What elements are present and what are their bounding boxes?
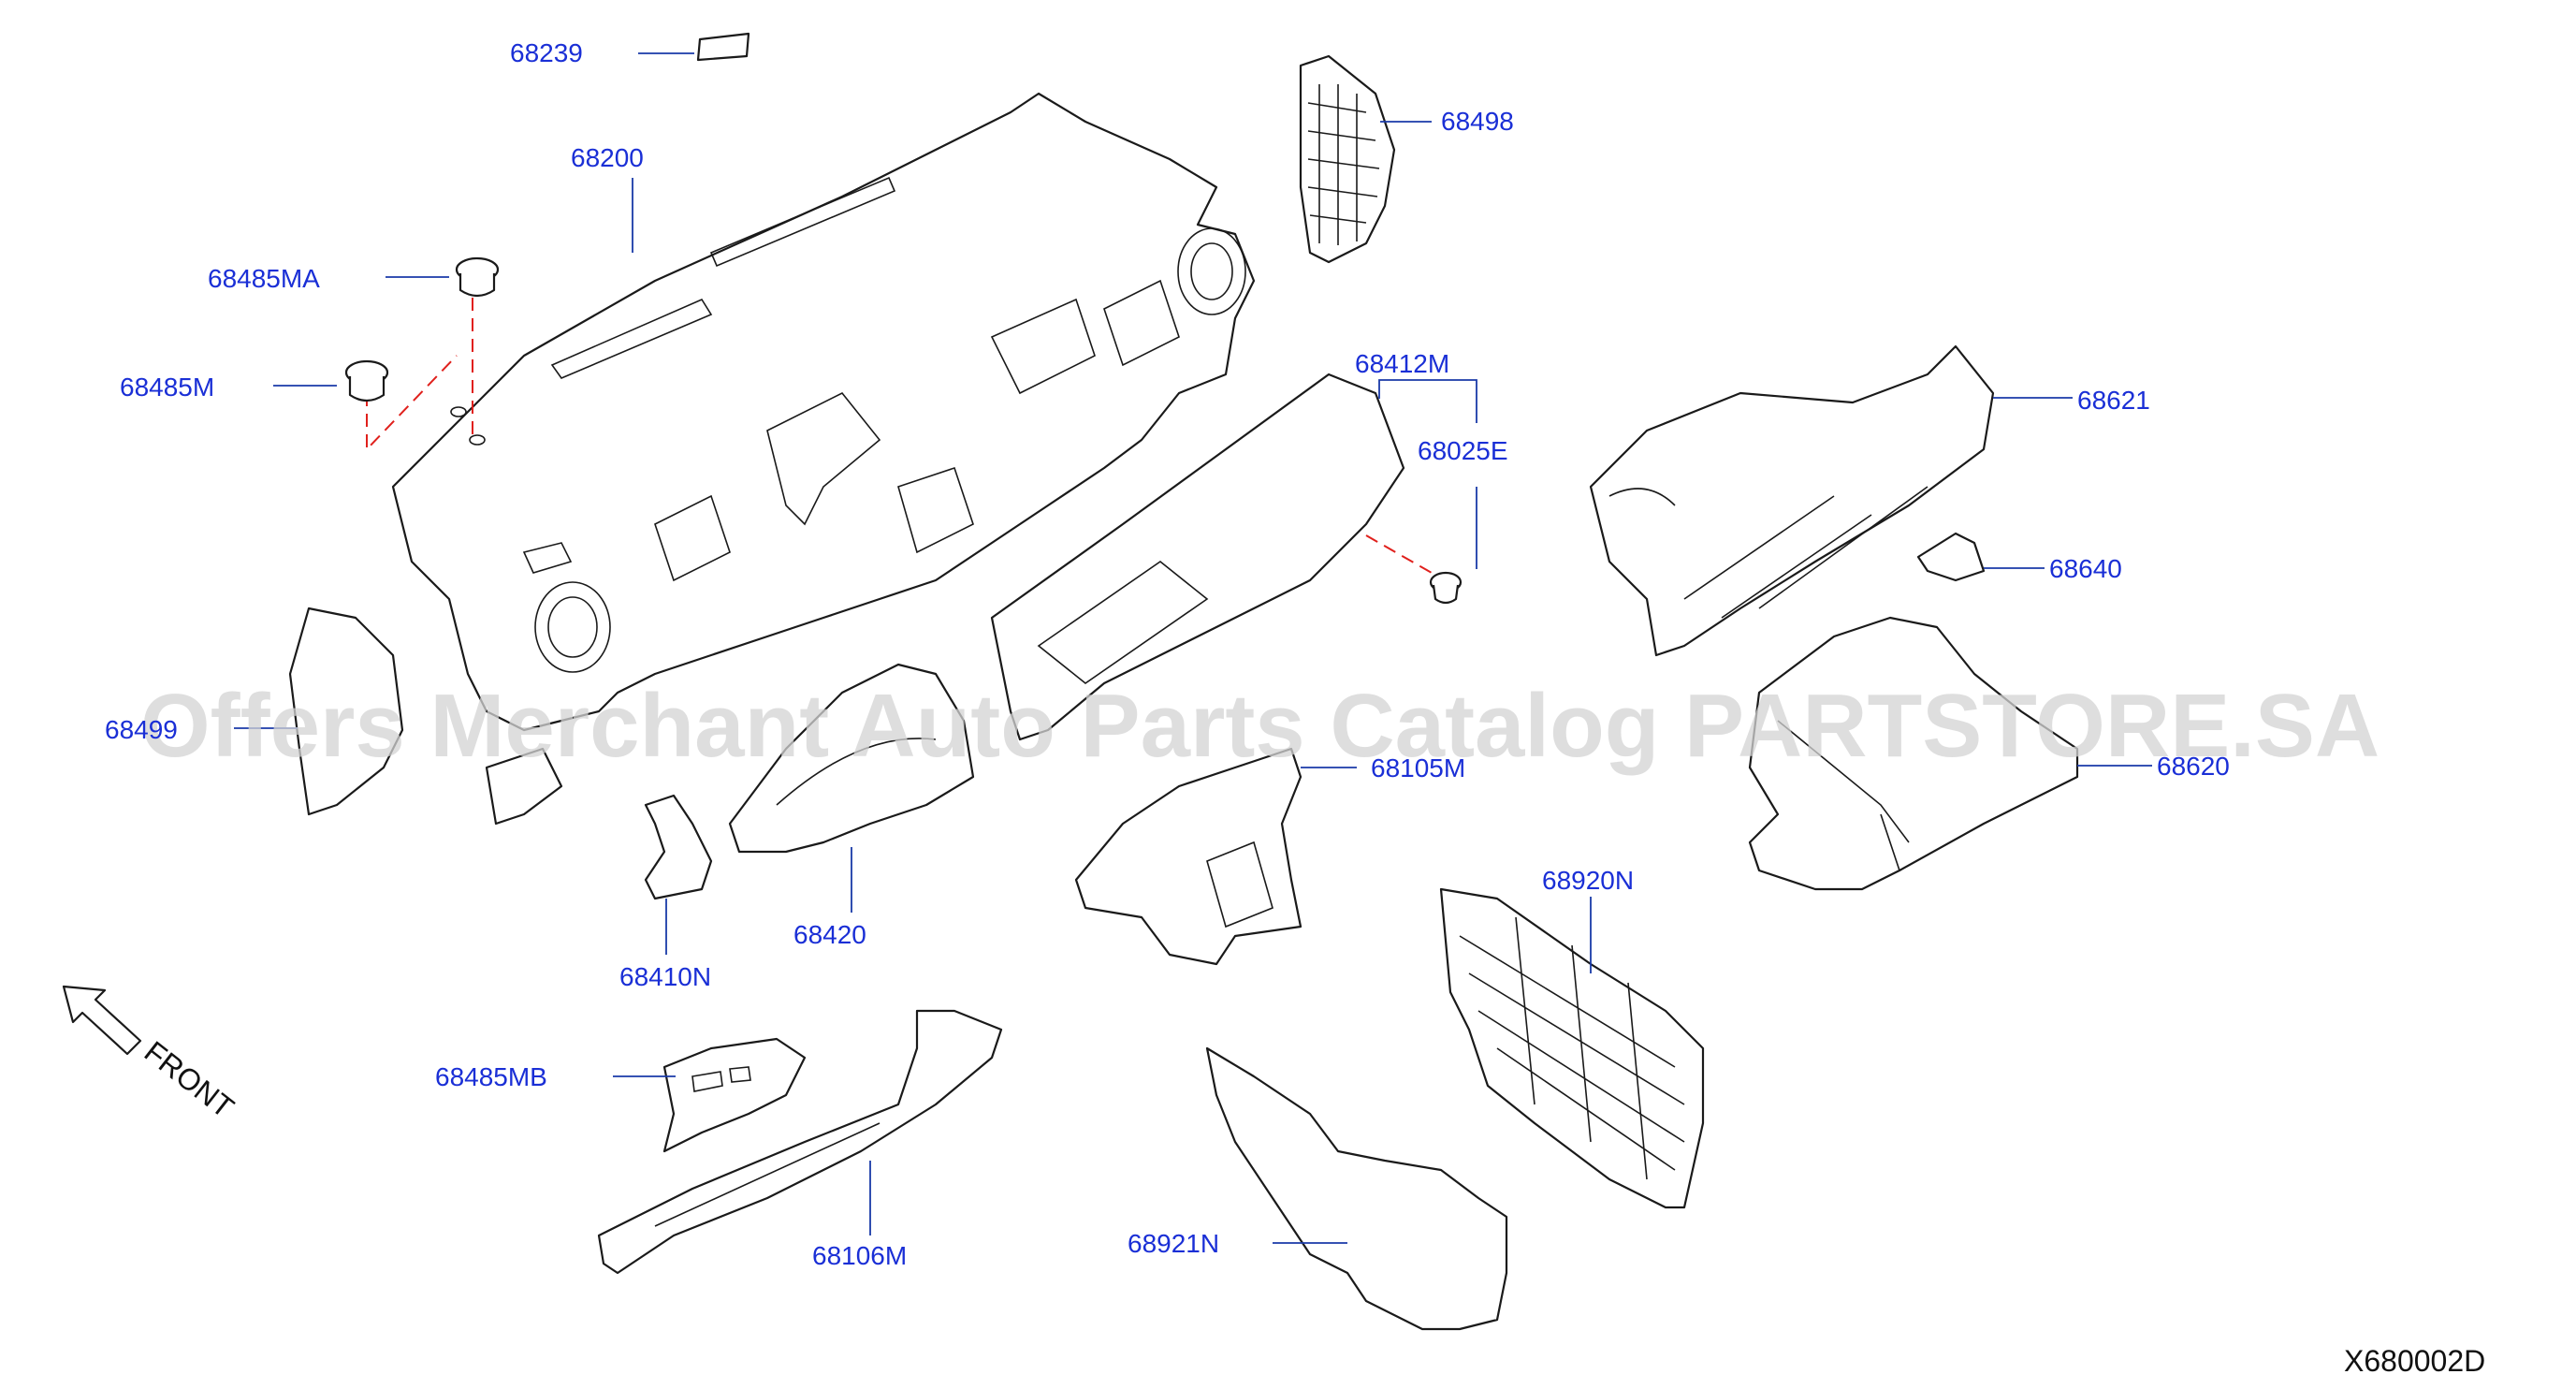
part-68105M-drawing[interactable]	[1074, 747, 1303, 966]
part-68921N-drawing[interactable]	[1205, 1046, 1508, 1331]
part-68498-drawing[interactable]	[1299, 54, 1396, 264]
callout-68921N[interactable]: 68921N	[1128, 1229, 1219, 1258]
callout-68920N[interactable]: 68920N	[1542, 866, 1634, 895]
clip-dashed-connectors	[366, 298, 473, 452]
callout-68239[interactable]: 68239	[510, 38, 583, 67]
part-68621-drawing[interactable]	[1589, 344, 1995, 657]
part-68485M-drawing[interactable]	[344, 359, 389, 402]
front-label: FRONT	[138, 1034, 240, 1124]
callout-68106M[interactable]: 68106M	[812, 1241, 907, 1270]
callout-68025E[interactable]: 68025E	[1418, 436, 1508, 465]
callout-68640[interactable]: 68640	[2049, 554, 2122, 583]
callout-68200[interactable]: 68200	[571, 143, 644, 172]
callout-68620[interactable]: 68620	[2157, 752, 2230, 781]
part-68620-drawing[interactable]	[1748, 616, 2079, 891]
part-68025E-drawing[interactable]	[1429, 571, 1463, 605]
callout-68105M[interactable]: 68105M	[1371, 753, 1465, 782]
clip-68025E-connector	[1365, 534, 1433, 574]
callout-68621[interactable]: 68621	[2077, 386, 2150, 415]
part-68499-drawing[interactable]	[288, 607, 404, 816]
diagram-id: X680002D	[2344, 1344, 2485, 1378]
callout-68498[interactable]: 68498	[1441, 107, 1514, 136]
front-arrow-icon	[62, 985, 142, 1056]
callout-68410N[interactable]: 68410N	[619, 962, 711, 991]
callout-68412M[interactable]: 68412M	[1355, 349, 1449, 378]
part-68920N-drawing[interactable]	[1439, 887, 1705, 1209]
callout-68420[interactable]: 68420	[793, 920, 866, 949]
part-68485MA-drawing[interactable]	[455, 256, 500, 298]
part-68239-drawing[interactable]	[696, 32, 750, 62]
part-68200-drawing[interactable]	[391, 92, 1256, 826]
callout-68499[interactable]: 68499	[105, 715, 178, 744]
callout-68485MB[interactable]: 68485MB	[435, 1062, 547, 1091]
part-68420-drawing[interactable]	[728, 663, 975, 854]
part-68485MB-drawing[interactable]	[662, 1037, 807, 1153]
callout-68485MA[interactable]: 68485MA	[208, 264, 320, 293]
callout-68485M[interactable]: 68485M	[120, 373, 214, 402]
watermark-text: Offers Merchant Auto Parts Catalog PARTS…	[140, 676, 2380, 776]
part-68412M-drawing[interactable]	[990, 373, 1405, 741]
part-68106M-drawing[interactable]	[597, 1009, 1003, 1275]
leader-lines	[234, 52, 2152, 1244]
part-68640-drawing[interactable]	[1916, 532, 1986, 582]
part-68410N-drawing[interactable]	[644, 794, 713, 900]
